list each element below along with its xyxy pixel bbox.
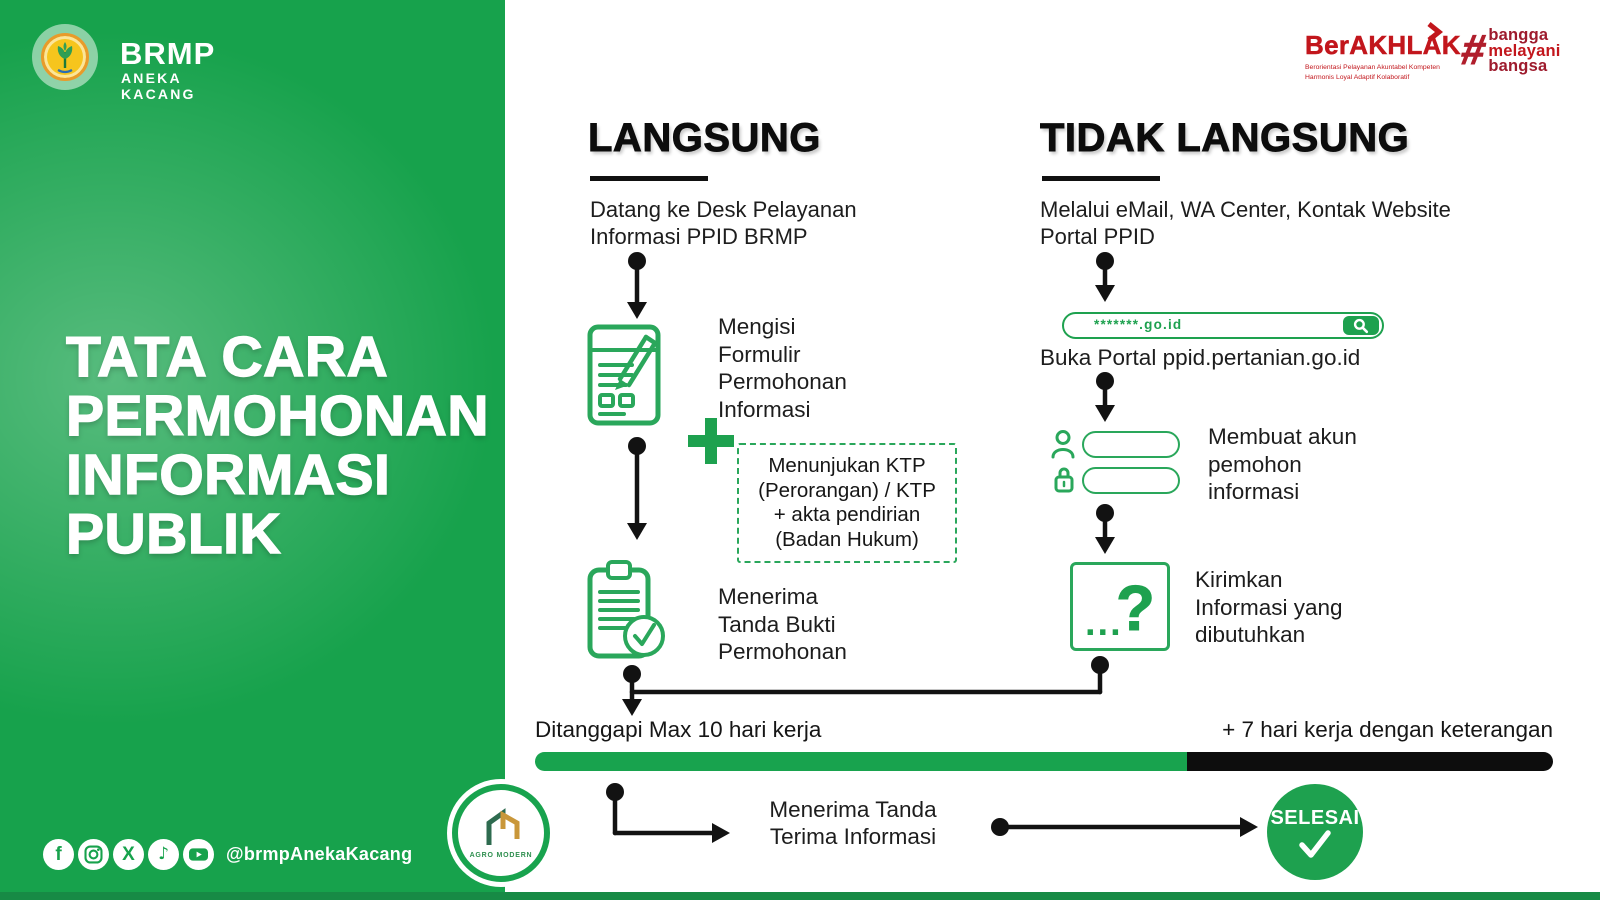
ktp-note-text: Menunjukan KTP (Perorangan) / KTP + akta… bbox=[758, 454, 936, 551]
flow-lines bbox=[612, 258, 1243, 836]
timeline-bar-black bbox=[1186, 752, 1553, 771]
social-row: f X ♪ @brmpAnekaKacang bbox=[43, 839, 412, 870]
url-text: *******.go.id bbox=[1094, 317, 1183, 332]
check-icon bbox=[1299, 829, 1331, 858]
left-green-panel: BRMP ANEKA KACANG TATA CARA PERMOHONAN I… bbox=[0, 0, 505, 900]
ktp-requirement-note: Menunjukan KTP (Perorangan) / KTP + akta… bbox=[737, 443, 957, 563]
langsung-underline bbox=[590, 176, 708, 181]
selesai-badge: SELESAI bbox=[1267, 784, 1363, 880]
youtube-icon bbox=[183, 839, 214, 870]
user-icon bbox=[1051, 430, 1075, 459]
step-account-label: Membuat akun pemohon informasi bbox=[1208, 424, 1357, 504]
search-button bbox=[1343, 316, 1379, 335]
portal-caption: Buka Portal ppid.pertanian.go.id bbox=[1040, 345, 1361, 370]
title-line-1: TATA CARA bbox=[65, 325, 389, 389]
social-handle: @brmpAnekaKacang bbox=[226, 844, 413, 864]
username-field bbox=[1082, 431, 1180, 458]
brmp-logo-emblem bbox=[41, 33, 89, 81]
bangga-line-3: bangsa bbox=[1488, 57, 1548, 75]
title-line-4: PUBLIK bbox=[65, 502, 282, 566]
flow-nodes-and-arrowheads bbox=[606, 252, 1258, 843]
question-message-box: ... ? bbox=[1070, 562, 1170, 651]
langsung-intro: Datang ke Desk Pelayanan Informasi PPID … bbox=[590, 197, 857, 249]
agro-modern-logo: AGRO MODERN bbox=[452, 784, 550, 882]
page-title: TATA CARA PERMOHONAN INFORMASI PUBLIK bbox=[65, 325, 490, 566]
tidak-langsung-intro: Melalui eMail, WA Center, Kontak Website… bbox=[1040, 197, 1451, 249]
instagram-icon bbox=[78, 839, 109, 870]
bangga-line-1: bangga bbox=[1488, 26, 1549, 44]
berakhlak-logo: BerAKHLAK Berorientasi Pelayanan Akuntab… bbox=[1305, 22, 1461, 82]
timeline-bar-green bbox=[535, 752, 1187, 771]
timeline-bar bbox=[535, 752, 1553, 771]
facebook-icon: f bbox=[43, 839, 74, 870]
clipboard-check-icon bbox=[587, 560, 665, 659]
plus-icon bbox=[688, 418, 734, 464]
berakhlak-tagline-2: Harmonis Loyal Adaptif Kolaboratif bbox=[1305, 73, 1410, 81]
title-line-3: INFORMASI bbox=[65, 443, 391, 507]
receive-info-label: Menerima Tanda Terima Informasi bbox=[769, 797, 937, 849]
step-fill-form-label: Mengisi Formulir Permohonan Informasi bbox=[718, 314, 847, 422]
step-send-label: Kirimkan Informasi yang dibutuhkan bbox=[1195, 567, 1343, 647]
chevron-right-icon bbox=[1427, 22, 1443, 42]
agro-modern-label: AGRO MODERN bbox=[469, 852, 533, 859]
url-bar: *******.go.id bbox=[1062, 312, 1384, 339]
brand-subname: ANEKA KACANG bbox=[121, 70, 196, 102]
step-receipt-label: Menerima Tanda Bukti Permohonan bbox=[718, 584, 847, 664]
timeline-right-label: + 7 hari kerja dengan keterangan bbox=[1222, 717, 1553, 742]
search-icon bbox=[1353, 318, 1369, 333]
tidak-langsung-header: TIDAK LANGSUNG bbox=[1040, 116, 1410, 161]
bangga-line-2: melayani bbox=[1488, 41, 1561, 60]
bottom-stripe bbox=[0, 892, 1600, 900]
plant-icon bbox=[57, 42, 73, 74]
agro-modern-emblem-icon bbox=[486, 808, 520, 845]
question-mark-icon: ? bbox=[1115, 572, 1155, 645]
title-line-2: PERMOHONAN bbox=[65, 384, 490, 448]
form-pencil-icon bbox=[587, 324, 661, 426]
selesai-label: SELESAI bbox=[1270, 806, 1360, 829]
tiktok-icon: ♪ bbox=[148, 839, 179, 870]
langsung-header: LANGSUNG bbox=[588, 116, 821, 161]
berakhlak-tagline-1: Berorientasi Pelayanan Akuntabel Kompete… bbox=[1305, 64, 1440, 71]
brand-name: BRMP bbox=[120, 36, 216, 71]
x-twitter-icon: X bbox=[113, 839, 144, 870]
tidak-langsung-underline bbox=[1042, 176, 1160, 181]
lock-icon bbox=[1054, 467, 1074, 493]
password-field bbox=[1082, 467, 1180, 494]
bangga-melayani-bangsa-logo: # bangga melayani bangsa bbox=[1457, 26, 1561, 75]
timeline-left-label: Ditanggapi Max 10 hari kerja bbox=[535, 717, 822, 742]
